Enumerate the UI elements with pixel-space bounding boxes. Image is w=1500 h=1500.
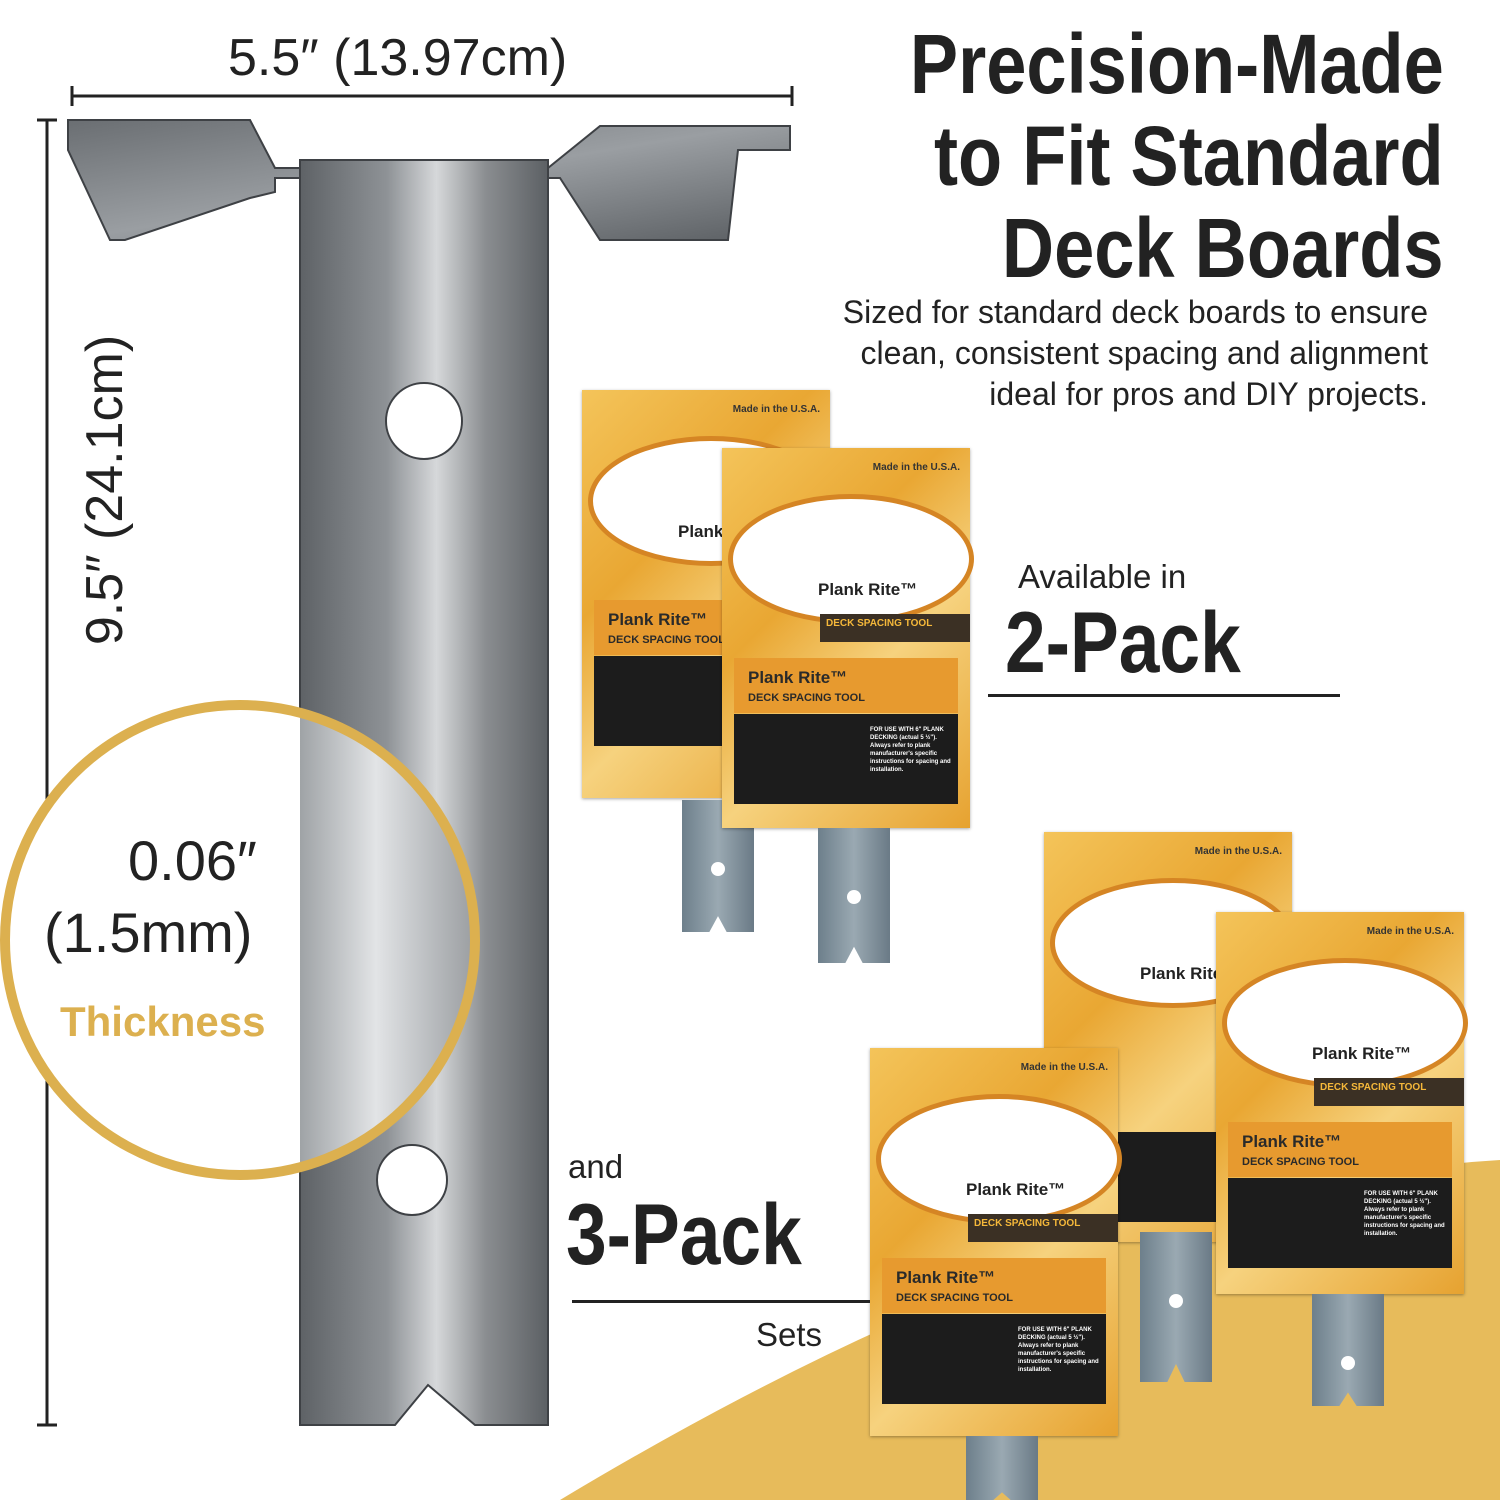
subtext-line-2: clean, consistent spacing and alignment [860, 335, 1428, 371]
panel-subtitle: DECK SPACING TOOL [896, 1292, 1013, 1304]
panel-title: Plank Rite™ [896, 1268, 996, 1287]
panel-title: Plank Rite™ [1242, 1132, 1342, 1151]
two-pack-label: 2-Pack [1005, 595, 1241, 691]
spacer-hole [711, 862, 725, 876]
panel-subtitle: DECK SPACING TOOL [608, 634, 725, 646]
thickness-metric: (1.5mm) [44, 901, 253, 964]
logo-swoosh [876, 1094, 1122, 1224]
spacer-hole [847, 890, 861, 904]
two-pack-underline [988, 694, 1340, 697]
deck-spacing-banner: DECK SPACING TOOL [1314, 1078, 1464, 1106]
subtext: Sized for standard deck boards to ensure… [728, 292, 1428, 415]
card-note: FOR USE WITH 6" PLANK DECKING (actual 5 … [1018, 1327, 1099, 1373]
logo-swoosh [1222, 958, 1468, 1088]
brand-label: Plank Rite™ [818, 580, 918, 599]
card-note: FOR USE WITH 6" PLANK DECKING (actual 5 … [1364, 1191, 1445, 1237]
deck-spacing-banner: DECK SPACING TOOL [820, 614, 970, 642]
banner-title: DECK SPACING TOOL [974, 1218, 1081, 1229]
card-orange-panel: Plank Rite™ DECK SPACING TOOL [734, 658, 958, 713]
card-dark-panel: FOR USE WITH 6" PLANK DECKING (actual 5 … [734, 714, 958, 804]
three-pack-label: 3-Pack [566, 1187, 802, 1283]
headline-line-2: to Fit Standard [934, 109, 1444, 203]
panel-subtitle: DECK SPACING TOOL [748, 692, 865, 704]
card-dark-panel: FOR USE WITH 6" PLANK DECKING (actual 5 … [1228, 1178, 1452, 1268]
headline-line-1: Precision-Made [910, 17, 1444, 111]
three-pack-underline [572, 1300, 870, 1303]
made-in-label: Made in the U.S.A. [1366, 926, 1454, 937]
subtext-line-3: ideal for pros and DIY projects. [989, 376, 1428, 412]
spacer-tab [818, 828, 890, 963]
brand-label: Plank Rite™ [1312, 1044, 1412, 1063]
product-card-2pack-front: Made in the U.S.A. Plank Rite™ DECK SPAC… [722, 448, 974, 963]
panel-title: Plank Rite™ [748, 668, 848, 687]
two-pack-prefix: Available in [1018, 558, 1187, 595]
card-dark-panel: FOR USE WITH 6" PLANK DECKING (actual 5 … [882, 1314, 1106, 1404]
three-pack-prefix: and [568, 1148, 624, 1185]
product-card-3pack-right: Made in the U.S.A. Plank Rite™ DECK SPAC… [1216, 912, 1468, 1406]
banner-title: DECK SPACING TOOL [826, 618, 933, 629]
card-note: FOR USE WITH 6" PLANK DECKING (actual 5 … [870, 727, 951, 773]
product-card-3pack-front: Made in the U.S.A. Plank Rite™ DECK SPAC… [870, 1048, 1122, 1500]
thickness-value: 0.06″ [128, 829, 257, 892]
spacer-tab [966, 1436, 1038, 1500]
thickness-label: Thickness [60, 998, 266, 1045]
panel-subtitle: DECK SPACING TOOL [1242, 1156, 1359, 1168]
spacer-hole [1169, 1294, 1183, 1308]
spacer-tab [1140, 1232, 1212, 1382]
panel-title: Plank Rite™ [608, 610, 708, 629]
spacer-hole [1341, 1356, 1355, 1370]
three-pack-suffix: Sets [756, 1316, 823, 1353]
made-in-label: Made in the U.S.A. [872, 462, 960, 473]
banner-title: DECK SPACING TOOL [1320, 1082, 1427, 1093]
width-dimension-label: 5.5″ (13.97cm) [228, 29, 568, 87]
brand-label: Plank Rite™ [966, 1180, 1066, 1199]
deck-spacing-banner: DECK SPACING TOOL [968, 1214, 1118, 1242]
spacer-tab [1312, 1294, 1384, 1406]
made-in-label: Made in the U.S.A. [1020, 1062, 1108, 1073]
card-orange-panel: Plank Rite™ DECK SPACING TOOL [1228, 1122, 1452, 1177]
subtext-line-1: Sized for standard deck boards to ensure [842, 294, 1428, 330]
made-in-label: Made in the U.S.A. [1194, 846, 1282, 857]
headline-line-3: Deck Boards [1002, 201, 1444, 295]
brand-label: Plank Rite™ [1140, 964, 1240, 983]
made-in-label: Made in the U.S.A. [732, 404, 820, 415]
logo-swoosh [728, 494, 974, 624]
card-orange-panel: Plank Rite™ DECK SPACING TOOL [882, 1258, 1106, 1313]
